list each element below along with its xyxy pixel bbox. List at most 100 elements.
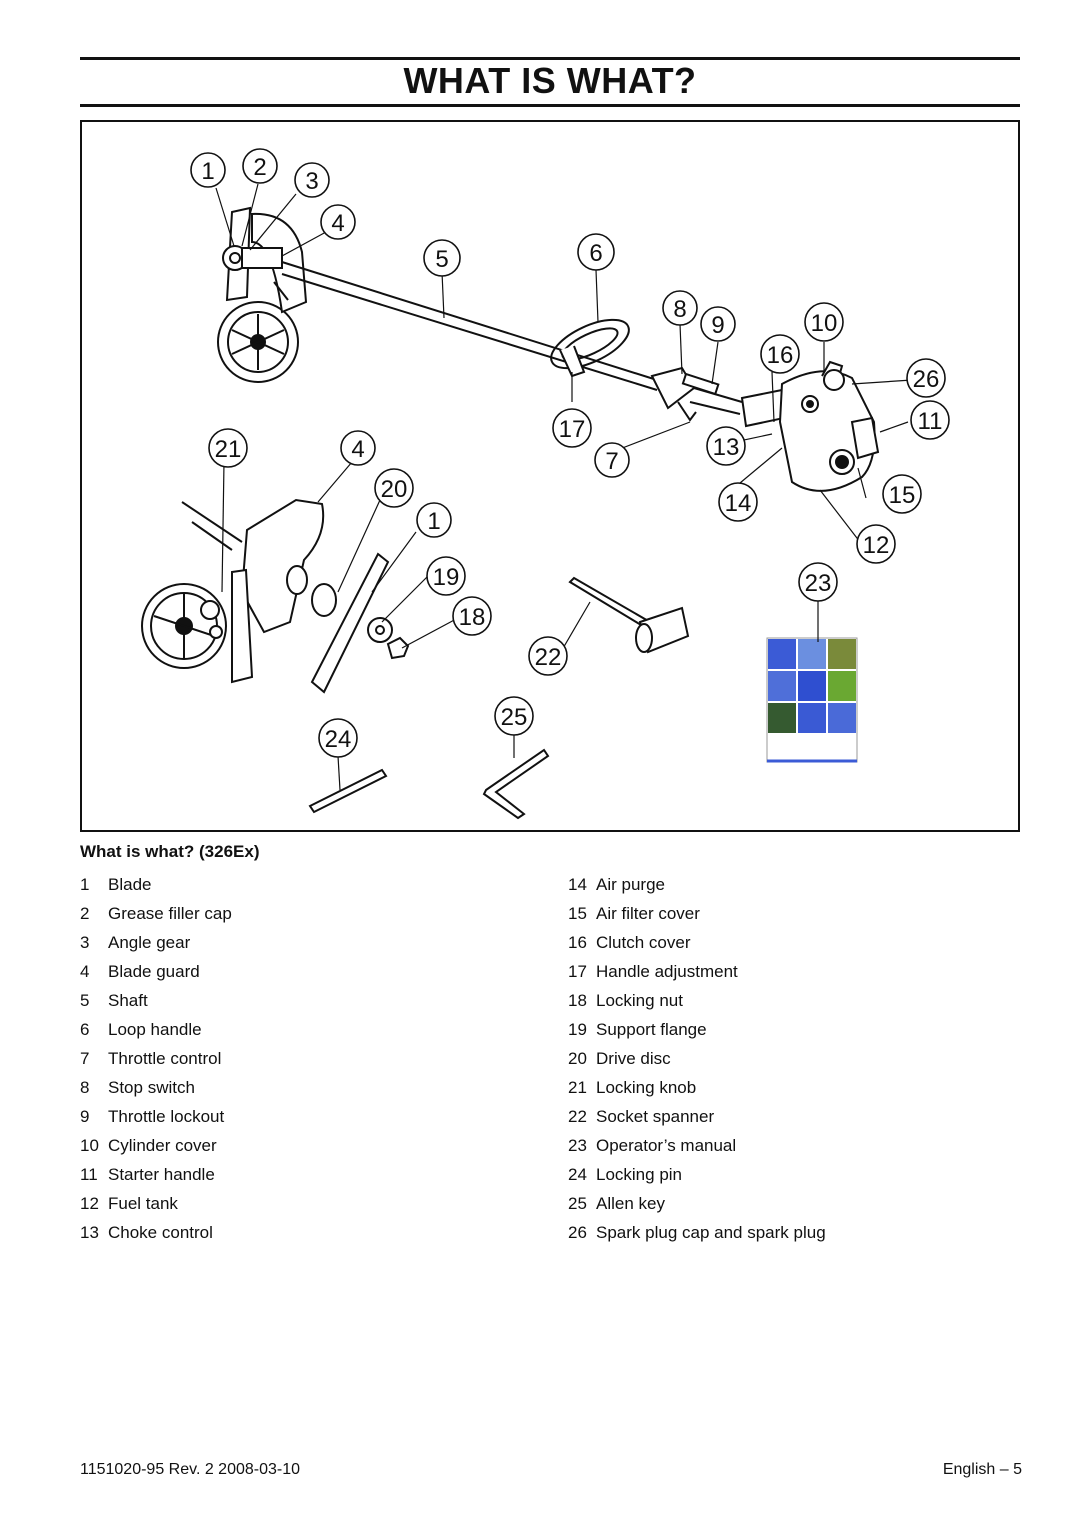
legend-item-number: 11 (80, 1165, 98, 1184)
legend-item-label: Loop handle (108, 1020, 202, 1039)
legend-item-number: 14 (568, 875, 587, 894)
legend-item-label: Locking nut (596, 991, 683, 1010)
legend-item-number: 1 (80, 875, 90, 894)
legend-item: 23 Operator’s manual (568, 1136, 826, 1165)
page-title: WHAT IS WHAT? (403, 60, 697, 101)
legend-item-label: Fuel tank (108, 1194, 178, 1213)
callout-15: 15 (889, 482, 916, 509)
callout-13: 13 (713, 434, 740, 461)
legend-item-label: Locking knob (596, 1078, 697, 1097)
legend-item-label: Air filter cover (596, 904, 700, 923)
legend-item-label: Air purge (596, 875, 665, 894)
locking-pin-illustration (308, 768, 388, 814)
legend-item: 10 Cylinder cover (80, 1136, 232, 1165)
callout-8: 8 (673, 296, 686, 323)
legend-item: 3 Angle gear (80, 933, 232, 962)
legend-item: 4 Blade guard (80, 962, 232, 991)
callout-5: 5 (435, 246, 448, 273)
legend-item-number: 12 (80, 1194, 99, 1213)
legend-item-label: Choke control (108, 1223, 213, 1242)
blade-assembly-illustration (141, 498, 410, 694)
callout-3: 3 (305, 168, 318, 195)
legend-item: 19 Support flange (568, 1020, 826, 1049)
legend-item-label: Clutch cover (596, 933, 691, 952)
legend-item-number: 22 (568, 1107, 587, 1126)
legend-item-label: Drive disc (596, 1049, 671, 1068)
legend-item: 22 Socket spanner (568, 1107, 826, 1136)
legend-item: 25 Allen key (568, 1194, 826, 1223)
legend-item-number: 26 (568, 1223, 587, 1242)
legend-item-number: 17 (568, 962, 587, 981)
legend-item: 15 Air filter cover (568, 904, 826, 933)
legend-item-number: 24 (568, 1165, 587, 1184)
legend-item-number: 18 (568, 991, 587, 1010)
legend-item-label: Support flange (596, 1020, 707, 1039)
legend-item: 26 Spark plug cap and spark plug (568, 1223, 826, 1252)
callout-25: 25 (501, 704, 528, 731)
callout-6: 6 (589, 240, 602, 267)
callout-1b: 1 (427, 508, 440, 535)
callout-14: 14 (725, 490, 752, 517)
callout-20: 20 (381, 476, 408, 503)
legend-item-label: Angle gear (108, 933, 191, 952)
legend-item-label: Cylinder cover (108, 1136, 217, 1155)
legend-item-number: 9 (80, 1107, 90, 1126)
legend-item-number: 5 (80, 991, 90, 1010)
legend-item-label: Stop switch (108, 1078, 195, 1097)
legend-item-label: Blade guard (108, 962, 200, 981)
callout-26: 26 (913, 366, 940, 393)
callout-10: 10 (811, 310, 838, 337)
callout-24: 24 (325, 726, 352, 753)
callout-9: 9 (711, 312, 724, 339)
legend-item-label: Operator’s manual (596, 1136, 737, 1155)
legend-item-number: 3 (80, 933, 90, 952)
legend-item-number: 25 (568, 1194, 587, 1213)
callout-22: 22 (535, 644, 562, 671)
callout-12: 12 (863, 532, 890, 559)
legend-item: 9 Throttle lockout (80, 1107, 232, 1136)
callout-23: 23 (805, 570, 832, 597)
legend-item: 17 Handle adjustment (568, 962, 826, 991)
allen-key-illustration (482, 748, 550, 820)
legend-item: 14 Air purge (568, 875, 826, 904)
legend-item-label: Handle adjustment (596, 962, 738, 981)
callout-4b: 4 (351, 436, 364, 463)
parts-diagram: 1 2 3 4 5 6 8 9 10 16 26 17 11 21 4 7 13… (80, 120, 1020, 832)
callout-18: 18 (459, 604, 486, 631)
callout-2: 2 (253, 154, 266, 181)
socket-spanner-illustration (568, 576, 690, 654)
legend-item: 16 Clutch cover (568, 933, 826, 962)
legend-item-number: 19 (568, 1020, 587, 1039)
legend-item-label: Throttle lockout (108, 1107, 225, 1126)
callout-1: 1 (201, 158, 214, 185)
legend-item-label: Shaft (108, 991, 148, 1010)
callout-19: 19 (433, 564, 460, 591)
legend-item-label: Socket spanner (596, 1107, 715, 1126)
legend-item-number: 16 (568, 933, 587, 952)
legend-item: 12 Fuel tank (80, 1194, 232, 1223)
document-revision: 1151020-95 Rev. 2 2008-03-10 (80, 1461, 301, 1478)
legend-item: 5 Shaft (80, 991, 232, 1020)
callout-7: 7 (605, 448, 618, 475)
legend-item-number: 4 (80, 962, 90, 981)
callout-21: 21 (215, 436, 242, 463)
legend-item-number: 8 (80, 1078, 90, 1097)
legend-item-label: Locking pin (596, 1165, 683, 1184)
legend-item-number: 10 (80, 1136, 99, 1155)
callout-16: 16 (767, 342, 794, 369)
operators-manual-illustration (766, 637, 858, 763)
legend-item-label: Allen key (596, 1194, 665, 1213)
legend-item-number: 13 (80, 1223, 99, 1242)
legend-item-number: 15 (568, 904, 587, 923)
page-number: English – 5 (942, 1461, 1022, 1478)
legend-item: 13 Choke control (80, 1223, 232, 1252)
legend-item-label: Spark plug cap and spark plug (596, 1223, 826, 1242)
legend-item-label: Blade (108, 875, 152, 894)
legend-item-number: 23 (568, 1136, 587, 1155)
